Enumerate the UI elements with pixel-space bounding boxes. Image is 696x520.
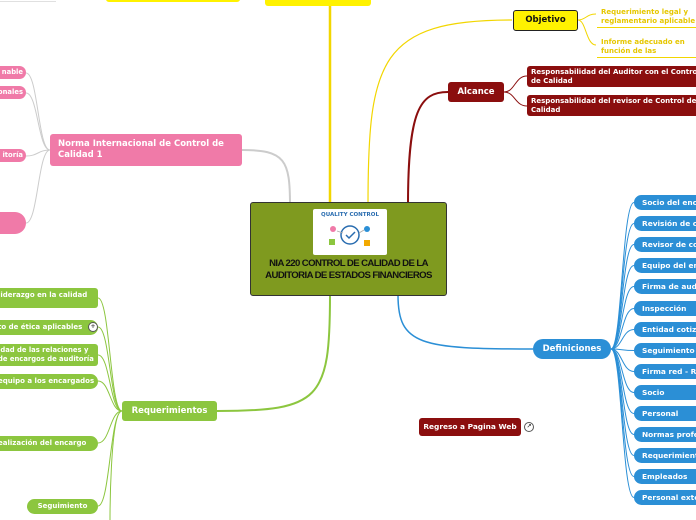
definicion-item[interactable]: Revisor de control [634, 237, 696, 252]
logo-text: QUALITY CONTROL [321, 212, 379, 218]
req-child-3[interactable]: idad de las relaciones y de encargos de … [0, 344, 98, 366]
alcance-child-2[interactable]: Responsabilidad del revisor de Control d… [527, 95, 696, 116]
objetivo-child-2-underline [597, 57, 696, 58]
norma-child-2[interactable]: onales [0, 86, 26, 99]
definicion-item[interactable]: Firma de auditoría [634, 279, 696, 294]
alcance-node[interactable]: Alcance [448, 82, 504, 102]
objetivo-child-2[interactable]: Informe adecuado en función de las circu… [601, 38, 685, 55]
top-left-line [0, 1, 56, 2]
alcance-child-1[interactable]: Responsabilidad del Auditor con el Contr… [527, 66, 696, 87]
norma-child-3[interactable]: itoría [0, 149, 26, 162]
objetivo-child-1-underline [597, 27, 696, 28]
definicion-item[interactable]: Requerimientos [634, 448, 696, 463]
definicion-item[interactable]: Socio [634, 385, 696, 400]
definicion-item[interactable]: Seguimiento [634, 343, 696, 358]
definicion-item[interactable]: Empleados [634, 469, 696, 484]
definicion-item[interactable]: Personal externo [634, 490, 696, 505]
norma-node[interactable]: Norma Internacional de Control de Calida… [50, 134, 242, 166]
definicion-item[interactable]: Entidad cotizada [634, 322, 696, 337]
quality-badge-icon [329, 225, 370, 246]
norma-child-4[interactable] [0, 212, 26, 234]
top-yellow-node[interactable] [265, 0, 371, 6]
req-child-2[interactable]: to de ética aplicables [0, 320, 98, 335]
objetivo-node[interactable]: Objetivo [513, 10, 578, 31]
definicion-item[interactable]: Personal [634, 406, 696, 421]
req-child-4[interactable]: equipo a los encargados [0, 374, 98, 389]
req-child-6[interactable]: Seguimiento [27, 499, 98, 514]
norma-child-1[interactable]: nable [0, 66, 26, 79]
definiciones-node[interactable]: Definiciones [533, 339, 611, 359]
definicion-item[interactable]: Revisión de control [634, 216, 696, 231]
definicion-item[interactable]: Equipo del encargo [634, 258, 696, 273]
link-icon[interactable]: ↗ [524, 422, 534, 432]
expand-icon[interactable]: + [88, 322, 98, 332]
central-topic[interactable]: QUALITY CONTROL NIA 220 CONTROL DE CALID… [250, 202, 447, 296]
req-child-1[interactable]: liderazgo en la calidad [0, 288, 98, 308]
quality-control-logo: QUALITY CONTROL [313, 209, 387, 255]
definicion-item[interactable]: Inspección [634, 301, 696, 316]
definicion-item[interactable]: Normas profesionales [634, 427, 696, 442]
req-child-5[interactable]: ealización del encargo [0, 436, 98, 451]
definicion-item[interactable]: Socio del encargo [634, 195, 696, 210]
requerimientos-node[interactable]: Requerimientos [122, 401, 217, 421]
definicion-item[interactable]: Firma red - Red [634, 364, 696, 379]
objetivo-child-1[interactable]: Requerimiento legal y reglamentario apli… [601, 8, 696, 25]
top-left-yellow-node[interactable] [106, 0, 240, 2]
central-title: NIA 220 CONTROL DE CALIDAD DE LA AUDITOR… [265, 258, 432, 281]
regreso-link[interactable]: Regreso a Pagina Web [419, 418, 521, 436]
